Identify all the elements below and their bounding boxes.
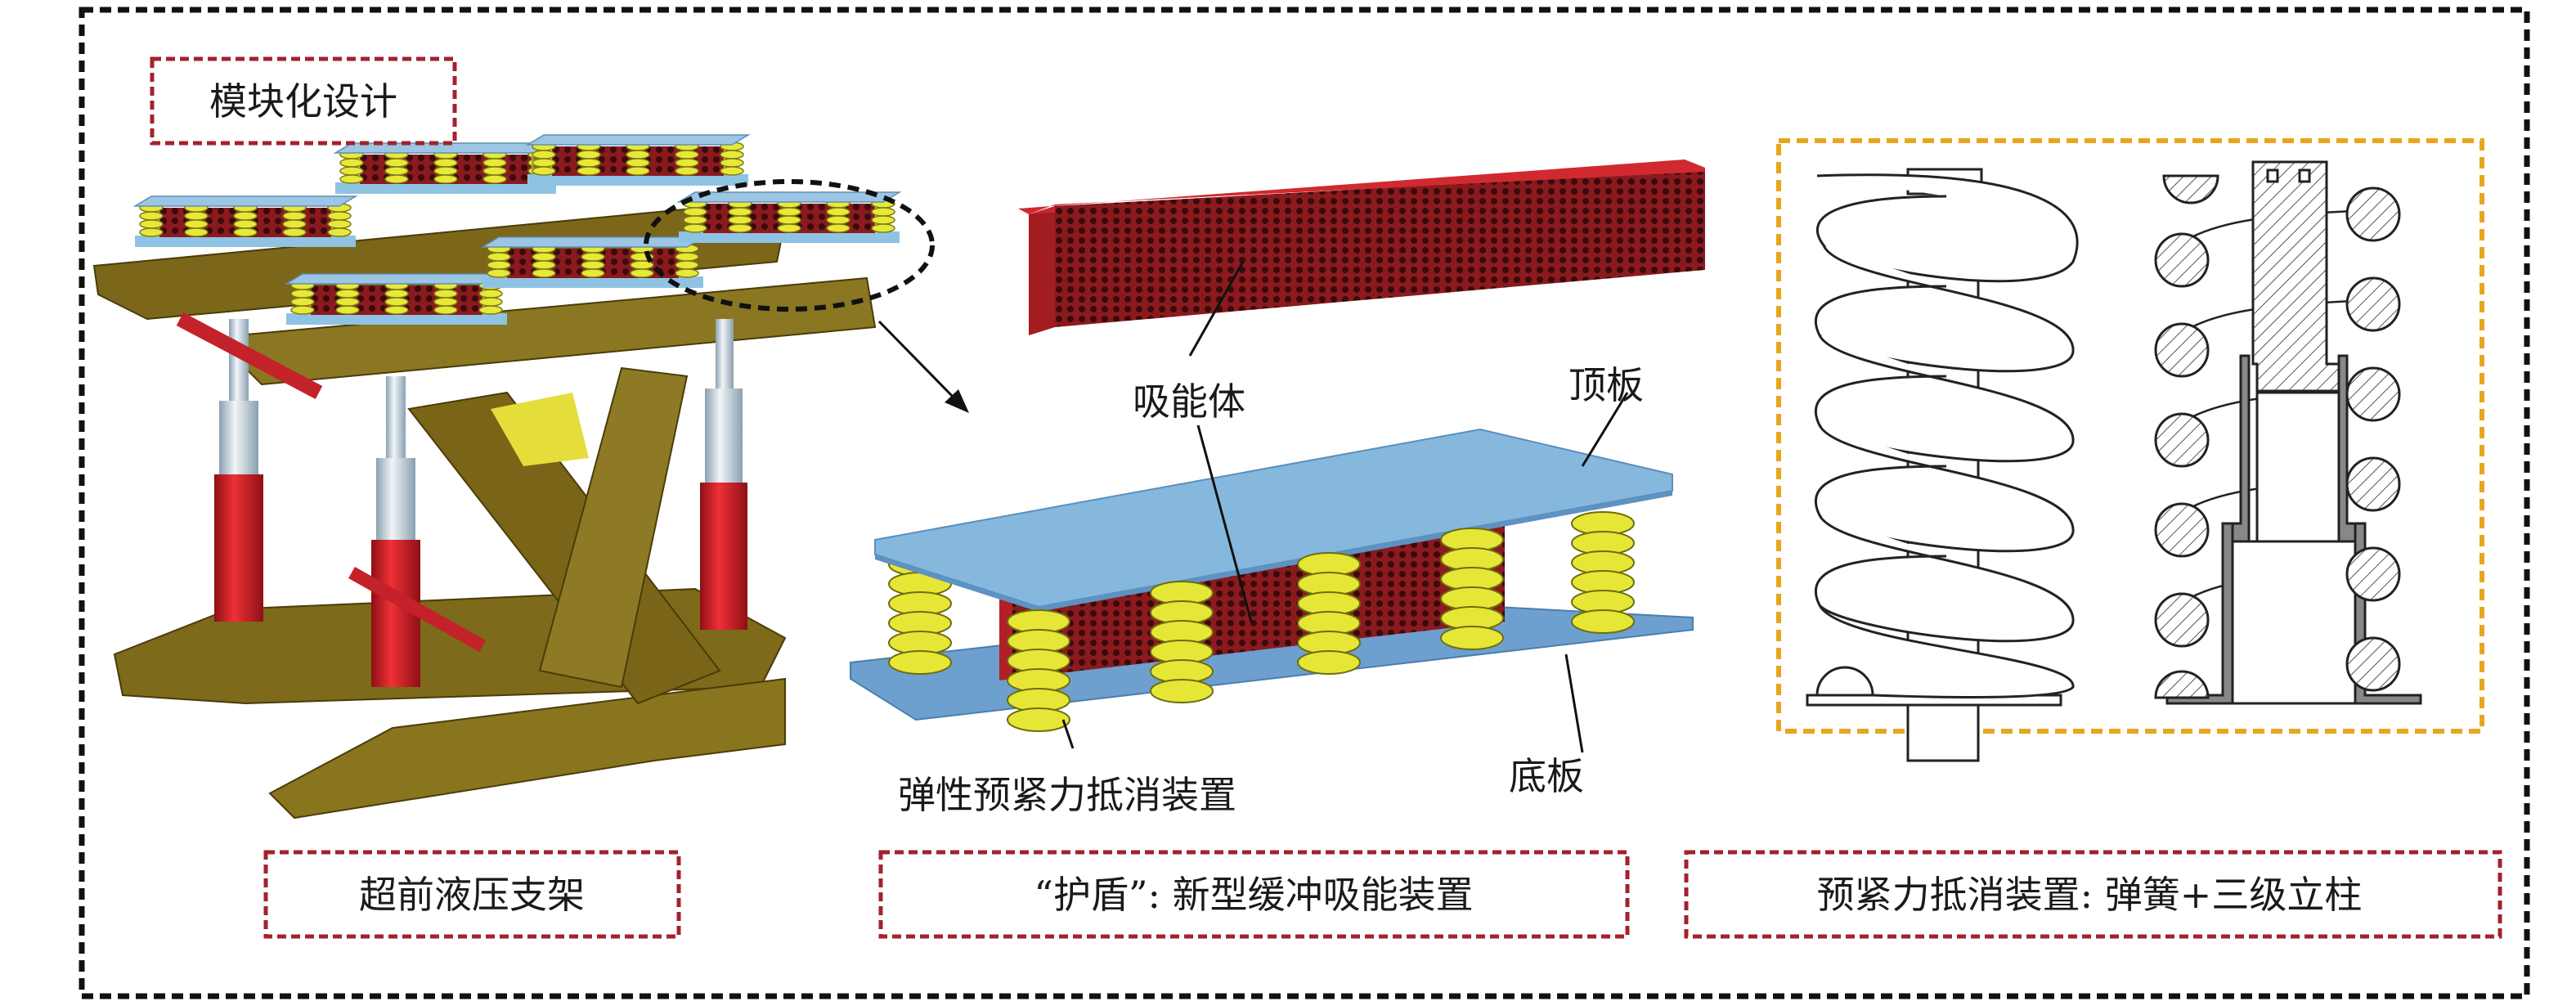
shield-caption-box	[878, 850, 1630, 939]
module-label-box	[150, 56, 457, 146]
preload-caption: 预紧力抵消装置: 弹簧+三级立柱	[1817, 873, 2363, 917]
preload-caption-box	[1684, 850, 2502, 939]
absorber-leader-line	[1188, 261, 1245, 357]
absorber-label: 吸能体	[1133, 379, 1245, 424]
shield-caption: “护盾”: 新型缓冲吸能装置	[1034, 873, 1473, 917]
detail-highlight-ellipse	[644, 179, 935, 312]
top-plate-label: 顶板	[1568, 363, 1644, 407]
energy-absorber-illustration	[1018, 159, 1705, 335]
detail-arrow	[877, 320, 958, 402]
bottom-plate-label: 底板	[1509, 754, 1584, 798]
spring-device-leader-line	[1061, 719, 1075, 749]
module-label: 模块化设计	[209, 79, 397, 124]
arrow-head-icon	[945, 389, 969, 413]
support-caption-box	[263, 850, 681, 939]
spring-device-label: 弹性预紧力抵消装置	[898, 773, 1236, 817]
hydraulic-support-illustration	[92, 135, 900, 820]
preload-detail-box	[1776, 138, 2484, 734]
spring-side-view-drawing	[1806, 168, 2079, 762]
spring-section-view-drawing	[2154, 160, 2422, 705]
bottom-plate-leader-line	[1564, 653, 1584, 753]
absorber-leader-line-2	[1196, 424, 1253, 622]
outer-border	[79, 7, 2530, 999]
support-caption: 超前液压支架	[359, 873, 585, 917]
shield-device-illustration	[850, 428, 1694, 732]
top-plate-leader-line	[1581, 392, 1629, 467]
